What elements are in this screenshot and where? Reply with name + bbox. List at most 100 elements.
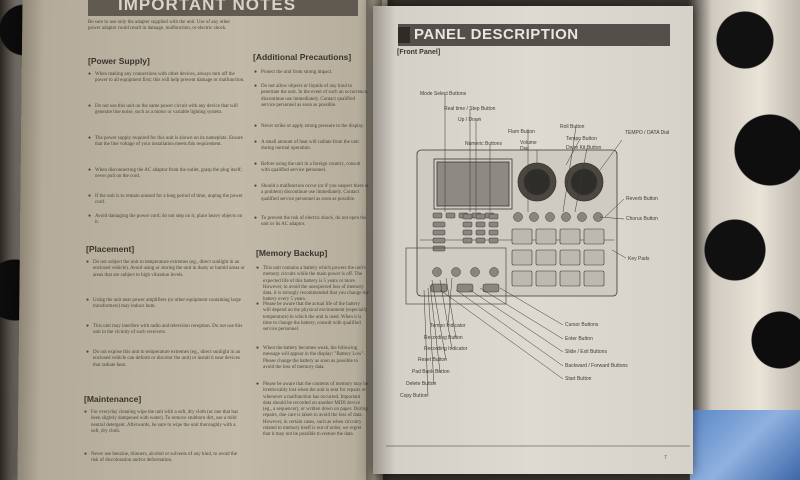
function-button — [432, 245, 446, 252]
numeric-button — [488, 221, 499, 228]
label-flam: Flam Button — [508, 129, 535, 135]
label-reset: Reset Button — [418, 357, 447, 363]
numeric-button — [488, 237, 499, 244]
label-drum-kit: Drum Kit Button — [566, 145, 602, 151]
transport-button — [451, 267, 461, 277]
label-cursor: Cursor Buttons — [565, 322, 599, 328]
key-pad — [583, 228, 605, 245]
round-function-button — [561, 212, 571, 222]
label-up-down: Up / Down — [458, 117, 482, 123]
leader-line — [429, 284, 441, 373]
label-copy: Copy Button — [400, 393, 428, 399]
panel-title-text: PANEL DESCRIPTION — [414, 26, 579, 43]
page-number: 7 — [664, 455, 667, 461]
power-para-6: Avoid damaging the power cord; do not st… — [88, 214, 245, 227]
round-function-button — [529, 212, 539, 222]
leader-line — [439, 289, 564, 380]
placement-para-4: Do not expose this unit to temperature e… — [86, 350, 245, 369]
label-enter: Enter Button — [565, 336, 593, 342]
numeric-button — [462, 237, 473, 244]
title-square-icon — [398, 27, 410, 43]
numeric-button — [475, 237, 486, 244]
function-button — [432, 229, 446, 236]
blue-object — [690, 410, 800, 480]
label-recording-button: Recording Button — [424, 335, 463, 341]
device-display — [436, 161, 510, 207]
numeric-button — [462, 221, 473, 228]
front-panel-subtitle: [Front Panel] — [397, 49, 441, 56]
key-pad — [583, 249, 605, 266]
leader-line — [611, 249, 627, 259]
label-volume-dial: Volume Dial — [520, 140, 537, 152]
leader-line — [562, 126, 577, 213]
transport-button — [470, 267, 480, 277]
leader-line — [599, 216, 625, 220]
leader-line — [439, 279, 453, 350]
numeric-button — [475, 221, 486, 228]
additional-para-5: Before using the unit in a foreign count… — [254, 162, 369, 175]
function-button — [432, 237, 446, 244]
section-heading-memory: [Memory Backup] — [256, 248, 328, 258]
label-slide-exit: Slide / Exit Buttons — [565, 349, 607, 355]
maintenance-para-2: Never use benzine, thinners, alcohol or … — [84, 452, 245, 465]
additional-para-1: Protect the unit from strong impact. — [254, 70, 369, 77]
additional-para-2: Do not allow objects or liquids of any k… — [254, 84, 369, 109]
key-pad — [535, 228, 557, 245]
numeric-button — [488, 213, 499, 220]
panel-description-title: PANEL DESCRIPTION — [398, 24, 670, 46]
placement-para-2: Using the unit near power amplifiers (or… — [86, 298, 245, 311]
label-realtime-step: Real time / Step Button — [444, 106, 496, 112]
power-para-3: The power supply required for this unit … — [88, 136, 245, 149]
memory-para-1: This unit contains a battery which power… — [256, 266, 369, 304]
numeric-button — [475, 213, 486, 220]
label-tempo-data-dial: TEMPO / DATA Dial — [625, 130, 670, 136]
key-pad — [535, 249, 557, 266]
leader-line — [599, 139, 623, 171]
section-heading-maintenance: [Maintenance] — [84, 394, 142, 404]
key-pad — [535, 270, 557, 287]
key-pad — [511, 270, 533, 287]
transport-button — [489, 267, 499, 277]
cursor-button — [430, 283, 448, 293]
label-chorus: Chorus Button — [626, 216, 658, 222]
cursor-button — [456, 283, 474, 293]
placement-para-1: Do not subject the unit to temperature e… — [86, 260, 245, 279]
placement-para-3: This unit may interfere with radio and t… — [86, 324, 245, 337]
transport-button — [432, 267, 442, 277]
memory-para-2: Please be aware that the actual life of … — [256, 302, 369, 333]
leader-line — [604, 198, 625, 218]
leader-line — [469, 289, 564, 353]
label-numeric: Numeric Buttons — [465, 141, 502, 147]
power-para-1: When making any connections with other d… — [88, 72, 245, 85]
mode-select-button — [432, 212, 443, 219]
label-recording-indicator: Recording Indicator — [424, 346, 468, 352]
power-para-4: When disconnecting the AC adaptor from t… — [88, 168, 245, 181]
additional-para-3: Never strike or apply strong pressure to… — [254, 124, 369, 131]
round-function-button — [545, 212, 555, 222]
label-reverb: Reverb Button — [626, 196, 658, 202]
intro-text: Be sure to use only the adapter supplied… — [88, 20, 231, 32]
memory-para-4: Please be aware that the contents of mem… — [256, 382, 369, 439]
function-button — [432, 221, 446, 228]
key-pad — [511, 228, 533, 245]
label-mode-select: Mode Select Buttons — [420, 91, 467, 97]
key-pad — [559, 270, 581, 287]
leader-line — [574, 147, 588, 213]
additional-para-4: A small amount of heat will radiate from… — [254, 140, 369, 153]
maintenance-para-1: For everyday cleaning wipe the unit with… — [84, 410, 245, 435]
key-pad — [559, 228, 581, 245]
key-pad — [583, 270, 605, 287]
mode-select-button — [445, 212, 456, 219]
section-heading-power: [Power Supply] — [88, 56, 150, 66]
memory-para-3: When the battery becomes weak, the follo… — [256, 346, 369, 371]
power-para-5: If the unit is to remain unused for a lo… — [88, 194, 245, 207]
label-roll: Roll Button — [560, 124, 585, 130]
leader-line — [431, 279, 447, 361]
leader-line — [445, 277, 457, 339]
numeric-button — [462, 229, 473, 236]
round-function-button — [577, 212, 587, 222]
numeric-button — [462, 213, 473, 220]
label-pad-bank: Pad Bank Button — [412, 369, 450, 375]
